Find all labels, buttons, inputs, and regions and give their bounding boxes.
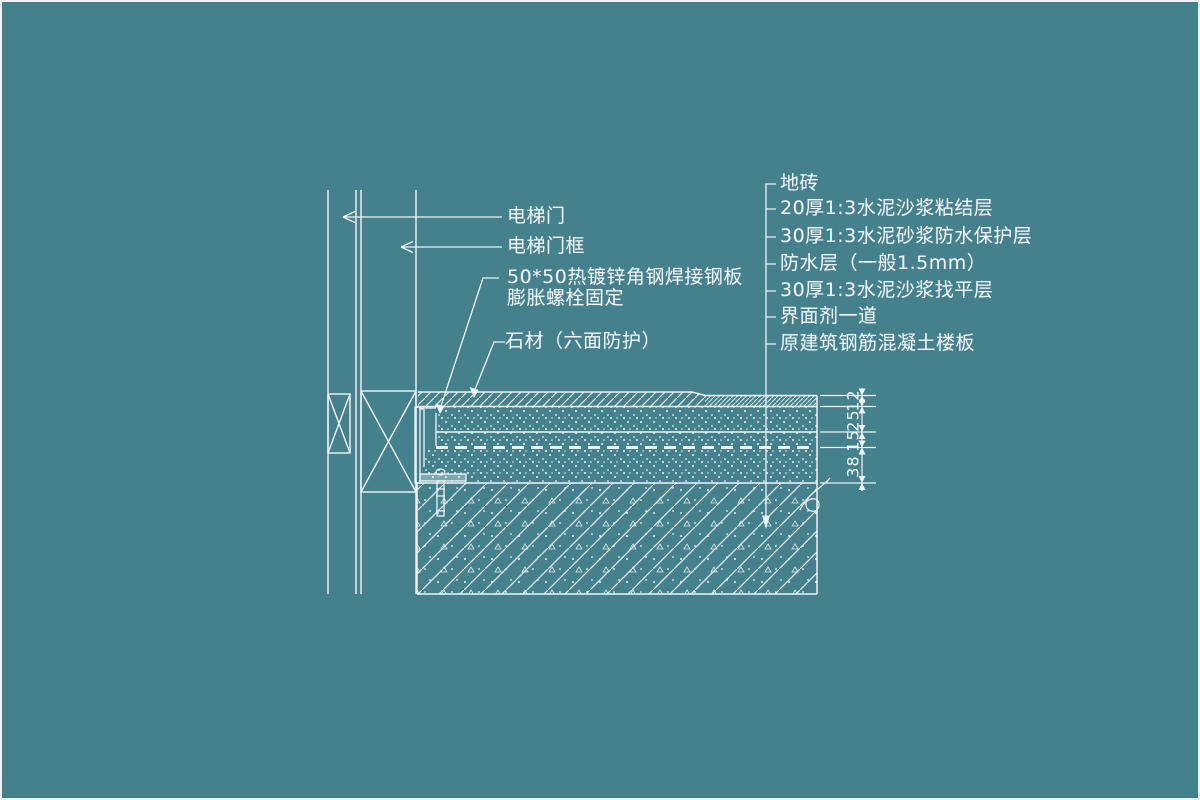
angle-steel-leg bbox=[420, 408, 425, 467]
label-floor-tile: 地砖 bbox=[780, 172, 820, 194]
elevator-door-leader bbox=[342, 210, 502, 224]
floor-layer-fills bbox=[417, 392, 817, 594]
stone-threshold-hatch bbox=[418, 392, 705, 406]
dim-value-15: 15 bbox=[843, 429, 863, 452]
bolt-thread-ticks bbox=[436, 488, 445, 512]
angle-steel-and-bolt bbox=[414, 406, 467, 517]
stone-rebate-lines bbox=[419, 407, 437, 446]
label-angle-steel-line2: 膨胀螺栓固定 bbox=[507, 287, 625, 309]
door-frame-leader bbox=[400, 240, 502, 254]
floor-layer-outlines bbox=[415, 391, 818, 595]
label-interface-agent: 界面剂一道 bbox=[780, 305, 878, 327]
right-label-spine bbox=[762, 183, 776, 529]
label-existing-slab: 原建筑钢筋混凝土楼板 bbox=[780, 332, 976, 354]
spine-line bbox=[765, 183, 776, 521]
label-leveling-layer: 30厚1:3水泥沙浆找平层 bbox=[780, 279, 994, 301]
floor-tile-hatch bbox=[705, 395, 817, 406]
spine-down-arrow bbox=[762, 515, 770, 529]
break-line-squiggle bbox=[799, 477, 831, 512]
label-waterproof-protection-layer: 30厚1:3水泥砂浆防水保护层 bbox=[780, 225, 1033, 247]
finish-floor-top-line bbox=[418, 391, 817, 397]
blocking-box-right bbox=[360, 390, 417, 493]
dim-value-38: 38 bbox=[843, 455, 863, 478]
label-elevator-door: 电梯门 bbox=[507, 205, 566, 227]
left-leader-lines bbox=[342, 210, 505, 414]
spine-ticks bbox=[766, 208, 776, 345]
expansion-bolt-shaft bbox=[436, 480, 445, 517]
concrete-slab-aggregate bbox=[417, 483, 817, 594]
label-bonding-layer: 20厚1:3水泥沙浆粘结层 bbox=[780, 197, 994, 219]
angle-steel-leader bbox=[439, 277, 499, 410]
label-waterproof-membrane: 防水层（一般1.5mm） bbox=[780, 252, 987, 274]
bonding-mortar-stipple bbox=[436, 407, 817, 432]
dimension-chain bbox=[820, 388, 876, 491]
stone-leader-arrow bbox=[469, 387, 479, 398]
angle-steel-leader-arrow bbox=[435, 403, 445, 414]
label-angle-steel-line1: 50*50热镀锌角钢焊接钢板 bbox=[507, 266, 743, 288]
elevator-wall-section bbox=[327, 190, 417, 594]
blocking-box-left bbox=[327, 393, 351, 454]
leveling-mortar-stipple bbox=[423, 449, 817, 483]
steel-plate bbox=[414, 406, 421, 484]
dimension-arrows bbox=[858, 388, 866, 490]
label-stone: 石材（六面防护） bbox=[505, 330, 662, 352]
stone-leader bbox=[473, 341, 505, 393]
label-elevator-door-frame: 电梯门框 bbox=[507, 235, 586, 257]
protection-layer-stipple bbox=[436, 432, 817, 447]
bolt-head bbox=[435, 468, 446, 476]
extension-lines bbox=[820, 394, 876, 484]
